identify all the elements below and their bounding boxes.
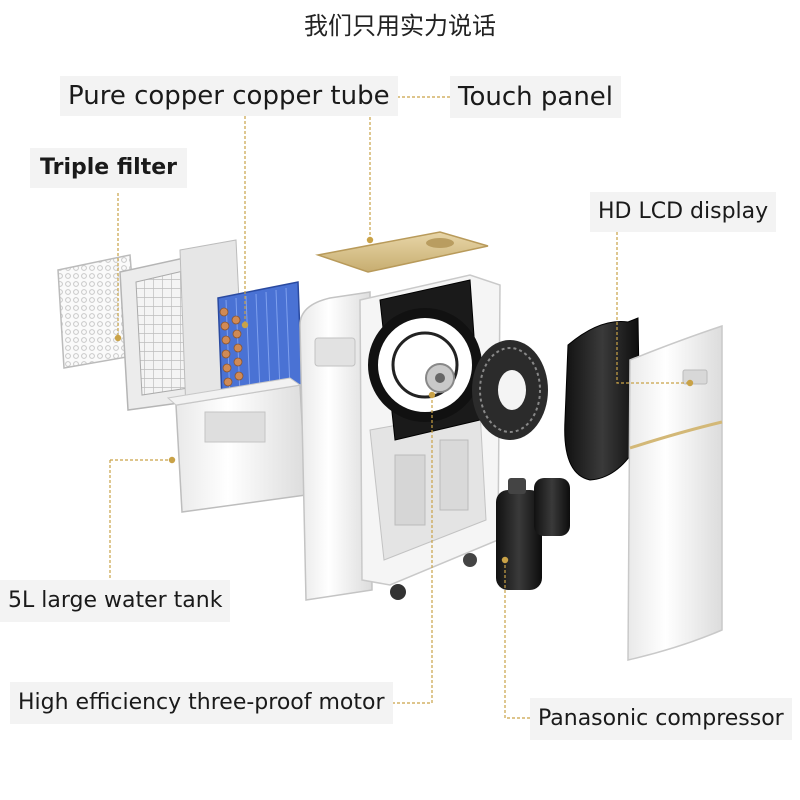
dot-lcd [686, 379, 694, 387]
leader-touch-panel [369, 96, 450, 240]
label-motor: High efficiency three-proof motor [10, 682, 393, 724]
label-copper-tube: Pure copper copper tube [60, 76, 398, 116]
touch-panel [315, 231, 489, 273]
label-touch-panel: Touch panel [450, 76, 622, 118]
label-lcd-display: HD LCD display [590, 192, 777, 232]
dot-water-tank [168, 456, 176, 464]
fan-assembly [368, 279, 482, 441]
dot-motor [428, 391, 436, 399]
label-compressor: Panasonic compressor [530, 698, 792, 740]
dot-copper-tube [241, 321, 249, 329]
leader-lcd [616, 222, 690, 384]
volute-housing [564, 317, 641, 481]
leader-water-tank [109, 459, 172, 588]
dot-touch-panel [366, 236, 374, 244]
compressor [496, 478, 570, 590]
dot-compressor [501, 556, 509, 564]
dot-triple-filter [114, 334, 122, 342]
label-water-tank: 5L large water tank [0, 580, 231, 622]
water-tank [166, 377, 307, 513]
front-panel [627, 324, 723, 661]
blower-wheel [472, 340, 548, 440]
leader-motor [382, 395, 433, 704]
copper-coil [217, 281, 303, 401]
label-triple-filter: Triple filter [30, 148, 187, 188]
leader-compressor [504, 560, 530, 719]
page-title: 我们只用实力说话 [304, 12, 496, 40]
leader-dots [114, 236, 694, 564]
